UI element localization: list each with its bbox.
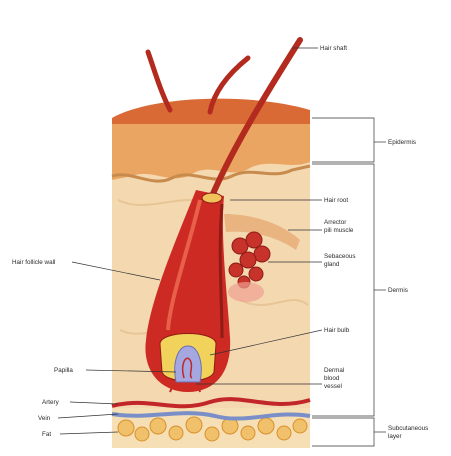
label-subcutaneous-layer: Subcutaneous layer bbox=[388, 425, 430, 440]
label-sebaceous-line2: gland bbox=[324, 261, 340, 268]
hair-root bbox=[202, 193, 222, 203]
label-arrector-pili: Arrector pili muscle bbox=[324, 219, 354, 234]
label-papilla: Papilla bbox=[54, 367, 73, 374]
hair-shaft-left bbox=[148, 52, 170, 110]
label-dermis: Dermis bbox=[388, 287, 408, 294]
label-subcutaneous-line1: Subcutaneous bbox=[388, 425, 428, 432]
gland-glow bbox=[228, 282, 264, 302]
label-hair-follicle-wall: Hair follicle wall bbox=[12, 259, 55, 266]
dermal-papilla bbox=[175, 346, 202, 382]
label-subcutaneous-line2: layer bbox=[388, 433, 402, 440]
label-hair-root: Hair root bbox=[324, 197, 348, 204]
label-fat: Fat bbox=[42, 431, 51, 438]
label-dermal-line1: Dermal bbox=[324, 367, 344, 374]
label-sebaceous-gland: Sebaceous gland bbox=[324, 253, 357, 268]
label-sebaceous-line1: Sebaceous bbox=[324, 253, 356, 260]
label-dermal-line2: blood bbox=[324, 375, 340, 382]
label-hair-bulb: Hair bulb bbox=[324, 327, 350, 334]
label-epidermis: Epidermis bbox=[388, 139, 416, 146]
label-dermal-blood-vessel: Dermal blood vessel bbox=[324, 367, 346, 390]
label-vein: Vein bbox=[38, 415, 51, 422]
label-arrector-pili-line1: Arrector bbox=[324, 219, 346, 226]
label-dermal-line3: vessel bbox=[324, 383, 342, 390]
follicle-shadow bbox=[220, 204, 222, 338]
label-artery: Artery bbox=[42, 399, 60, 406]
label-hair-shaft: Hair shaft bbox=[320, 45, 347, 52]
label-arrector-pili-line2: pili muscle bbox=[324, 227, 354, 234]
